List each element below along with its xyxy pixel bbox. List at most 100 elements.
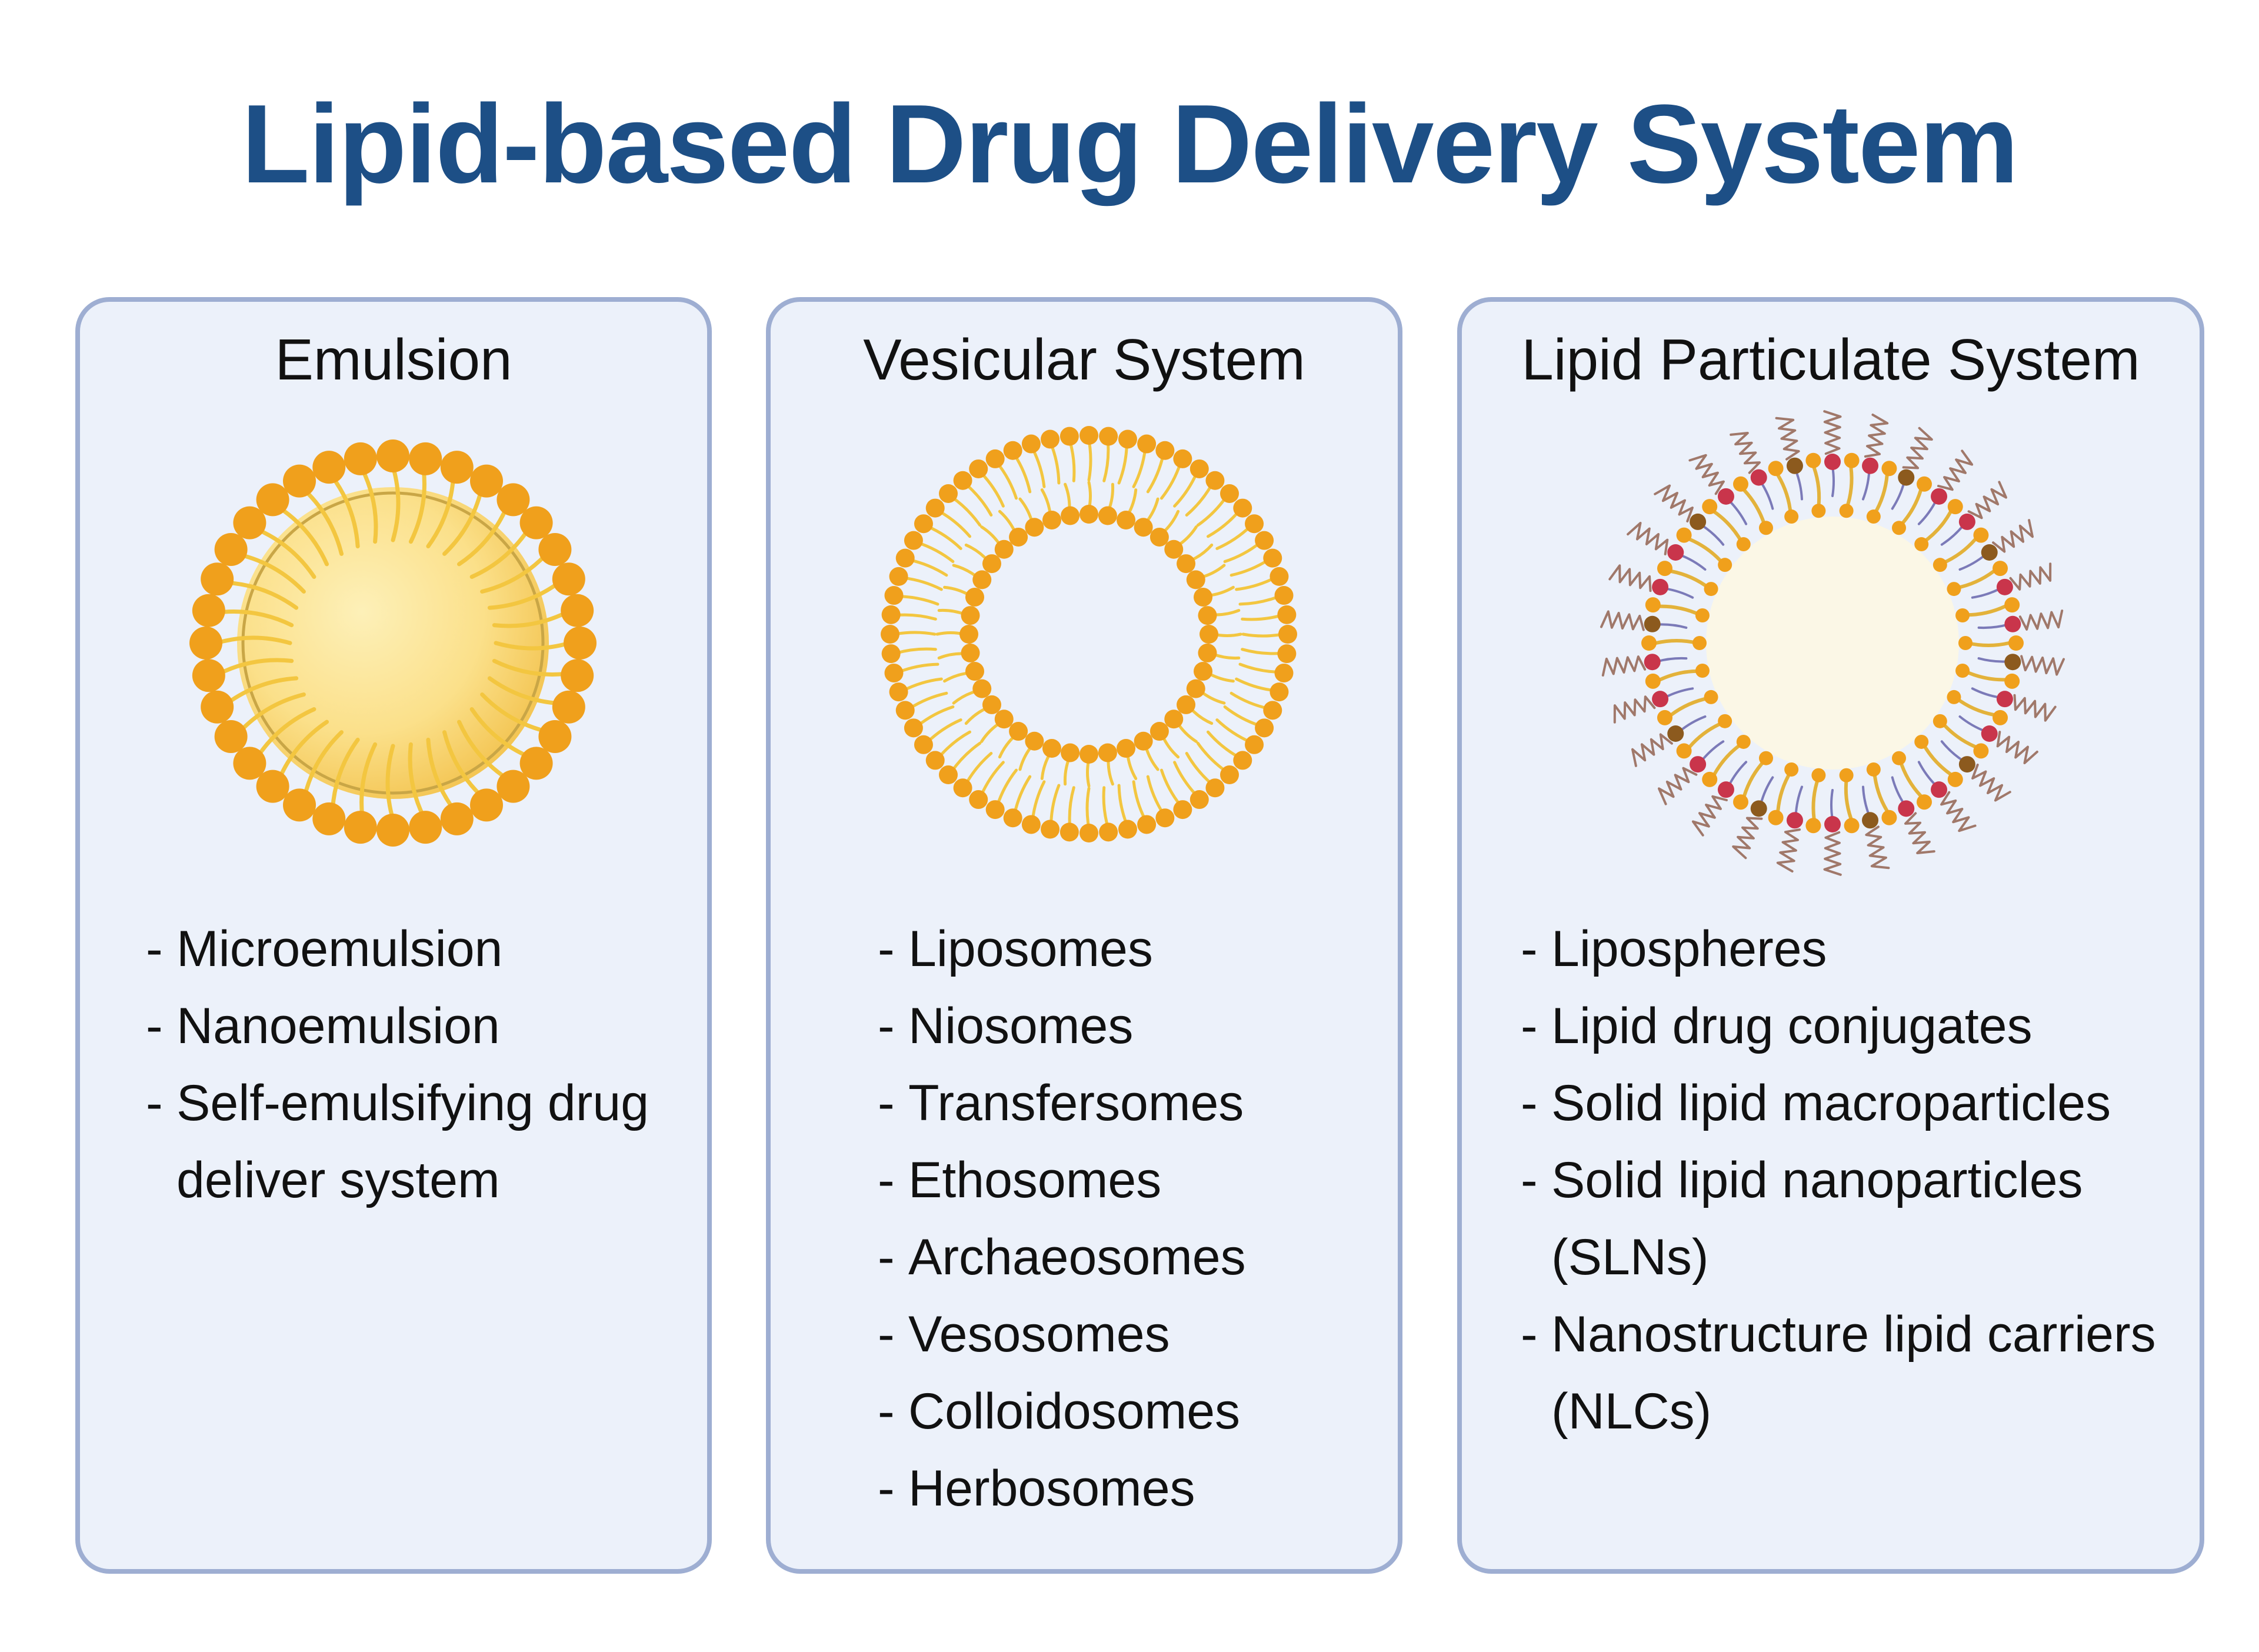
surfactant-tail xyxy=(480,552,548,594)
outer-lipid-head xyxy=(1973,743,1989,759)
list-item-label: Ethosomes xyxy=(908,1152,1162,1208)
lipid-tail xyxy=(1977,657,2010,663)
peg-chain xyxy=(1730,432,1761,474)
peg-chain xyxy=(2009,562,2052,591)
outer-leaflet-head xyxy=(895,701,915,720)
outer-leaflet-head xyxy=(1173,449,1192,468)
page-title: Lipid-based Drug Delivery System xyxy=(241,82,2018,206)
inner-lipid-head xyxy=(1839,504,1854,518)
surfactant-head xyxy=(201,690,234,724)
surfactant-tail xyxy=(225,580,299,610)
inner-lipid-head xyxy=(1947,690,1961,704)
lipid-tail xyxy=(1977,623,2010,630)
inner-leaflet-head xyxy=(1200,625,1218,644)
peg-chain xyxy=(1654,484,1694,522)
peg-chain xyxy=(1631,733,1673,767)
lipid-tail xyxy=(1971,587,2002,599)
peg-chain xyxy=(2020,655,2065,676)
outer-leaflet-tail xyxy=(1085,787,1091,830)
outer-leaflet-tail xyxy=(1132,447,1147,488)
outer-lipid-head xyxy=(1996,578,2013,595)
outer-leaflet-head xyxy=(1205,471,1225,490)
bullet-dash: - xyxy=(878,1075,895,1131)
inner-leaflet-head xyxy=(1164,539,1184,559)
outer-leaflet-tail xyxy=(894,647,937,655)
outer-lipid-head xyxy=(1641,635,1657,651)
inner-lipid-head xyxy=(1718,714,1732,728)
surfactant-head xyxy=(497,483,530,517)
outer-leaflet-tail xyxy=(1241,632,1285,638)
lipid-tail xyxy=(1688,721,1725,749)
panel-lipid-particulate-system: Lipid Particulate System -Lipospheres-Li… xyxy=(1457,297,2204,1574)
outer-leaflet-tail xyxy=(1146,453,1165,494)
inner-leaflet-head xyxy=(1009,527,1028,547)
lipid-tail xyxy=(1963,604,2007,617)
outer-leaflet-head xyxy=(1270,567,1289,586)
peg-chain xyxy=(1940,791,1977,832)
surfactant-tail xyxy=(255,707,316,759)
inner-lipid-head xyxy=(1736,537,1751,552)
outer-leaflet-head xyxy=(1079,824,1098,842)
outer-leaflet-head xyxy=(969,790,988,810)
surfactant-tail xyxy=(302,730,344,798)
outer-leaflet-head xyxy=(1059,427,1079,446)
outer-leaflet-tail xyxy=(1013,453,1032,494)
inner-lipid-head xyxy=(1933,558,1947,572)
surfactant-tail xyxy=(487,676,561,706)
liposome-bilayer-icon xyxy=(881,426,1297,842)
lipid-tail xyxy=(1958,554,1987,571)
outer-lipid-head xyxy=(1824,454,1841,470)
peg-chain xyxy=(1688,454,1725,495)
outer-lipid-head xyxy=(1805,818,1821,834)
lipid-tail xyxy=(1862,785,1871,817)
surfactant-head xyxy=(440,802,474,835)
list-item-label: Vesosomes xyxy=(908,1306,1170,1363)
inner-lipid-head xyxy=(1958,636,1973,650)
outer-lipid-head xyxy=(1993,561,2008,577)
surfactant-tail xyxy=(492,658,569,677)
lipid-tail xyxy=(1963,669,2007,682)
lipid-tail xyxy=(1658,669,1702,682)
lipid-tail xyxy=(1700,740,1725,762)
outer-lipid-head xyxy=(1667,544,1684,561)
outer-leaflet-head xyxy=(1220,484,1240,503)
outer-leaflet-tail xyxy=(1146,775,1165,815)
outer-leaflet-tail xyxy=(937,509,971,538)
lipid-tail xyxy=(1742,488,1767,528)
list-item: -Self-emulsifying drug deliver system xyxy=(146,1065,711,1219)
inner-leaflet-head xyxy=(1150,527,1169,547)
list-item: -Niosomes xyxy=(878,988,1395,1065)
outer-lipid-head xyxy=(1862,812,1879,829)
outer-lipid-head xyxy=(1844,452,1860,468)
lipid-tail xyxy=(1940,524,1965,546)
outer-leaflet-head xyxy=(1099,427,1118,446)
inner-lipid-head xyxy=(1759,751,1773,765)
lipid-tail xyxy=(1917,499,1938,525)
panel-vesicular-system: Vesicular System -Liposomes-Niosomes-Tra… xyxy=(766,297,1402,1574)
outer-leaflet-head xyxy=(969,459,988,478)
panel-heading-vesicular-system: Vesicular System xyxy=(863,327,1305,392)
bullet-dash: - xyxy=(146,921,163,977)
peg-chain xyxy=(1864,414,1889,458)
surfactant-tail xyxy=(238,552,306,594)
peg-chain xyxy=(1823,831,1842,876)
surfactant-head xyxy=(538,533,572,566)
outer-lipid-head xyxy=(1645,673,1661,689)
outer-lipid-head xyxy=(2004,673,2020,689)
outer-leaflet-head xyxy=(1155,441,1175,460)
outer-lipid-head xyxy=(1786,812,1803,829)
outer-leaflet-tail xyxy=(894,613,937,621)
surfactant-tail xyxy=(330,737,360,811)
outer-leaflet-head xyxy=(1255,718,1274,738)
surfactant-head xyxy=(561,594,594,627)
inner-leaflet-head xyxy=(972,570,992,589)
surfactant-tail xyxy=(442,730,484,798)
surfactant-head xyxy=(233,747,266,780)
outer-lipid-head xyxy=(1733,794,1748,810)
inner-leaflet-head xyxy=(994,539,1014,559)
inner-leaflet-head xyxy=(1061,506,1080,525)
outer-leaflet-head xyxy=(1263,548,1282,568)
outer-lipid-head xyxy=(1717,488,1734,505)
outer-leaflet-tail xyxy=(1049,784,1061,827)
outer-leaflet-tail xyxy=(1068,439,1076,482)
